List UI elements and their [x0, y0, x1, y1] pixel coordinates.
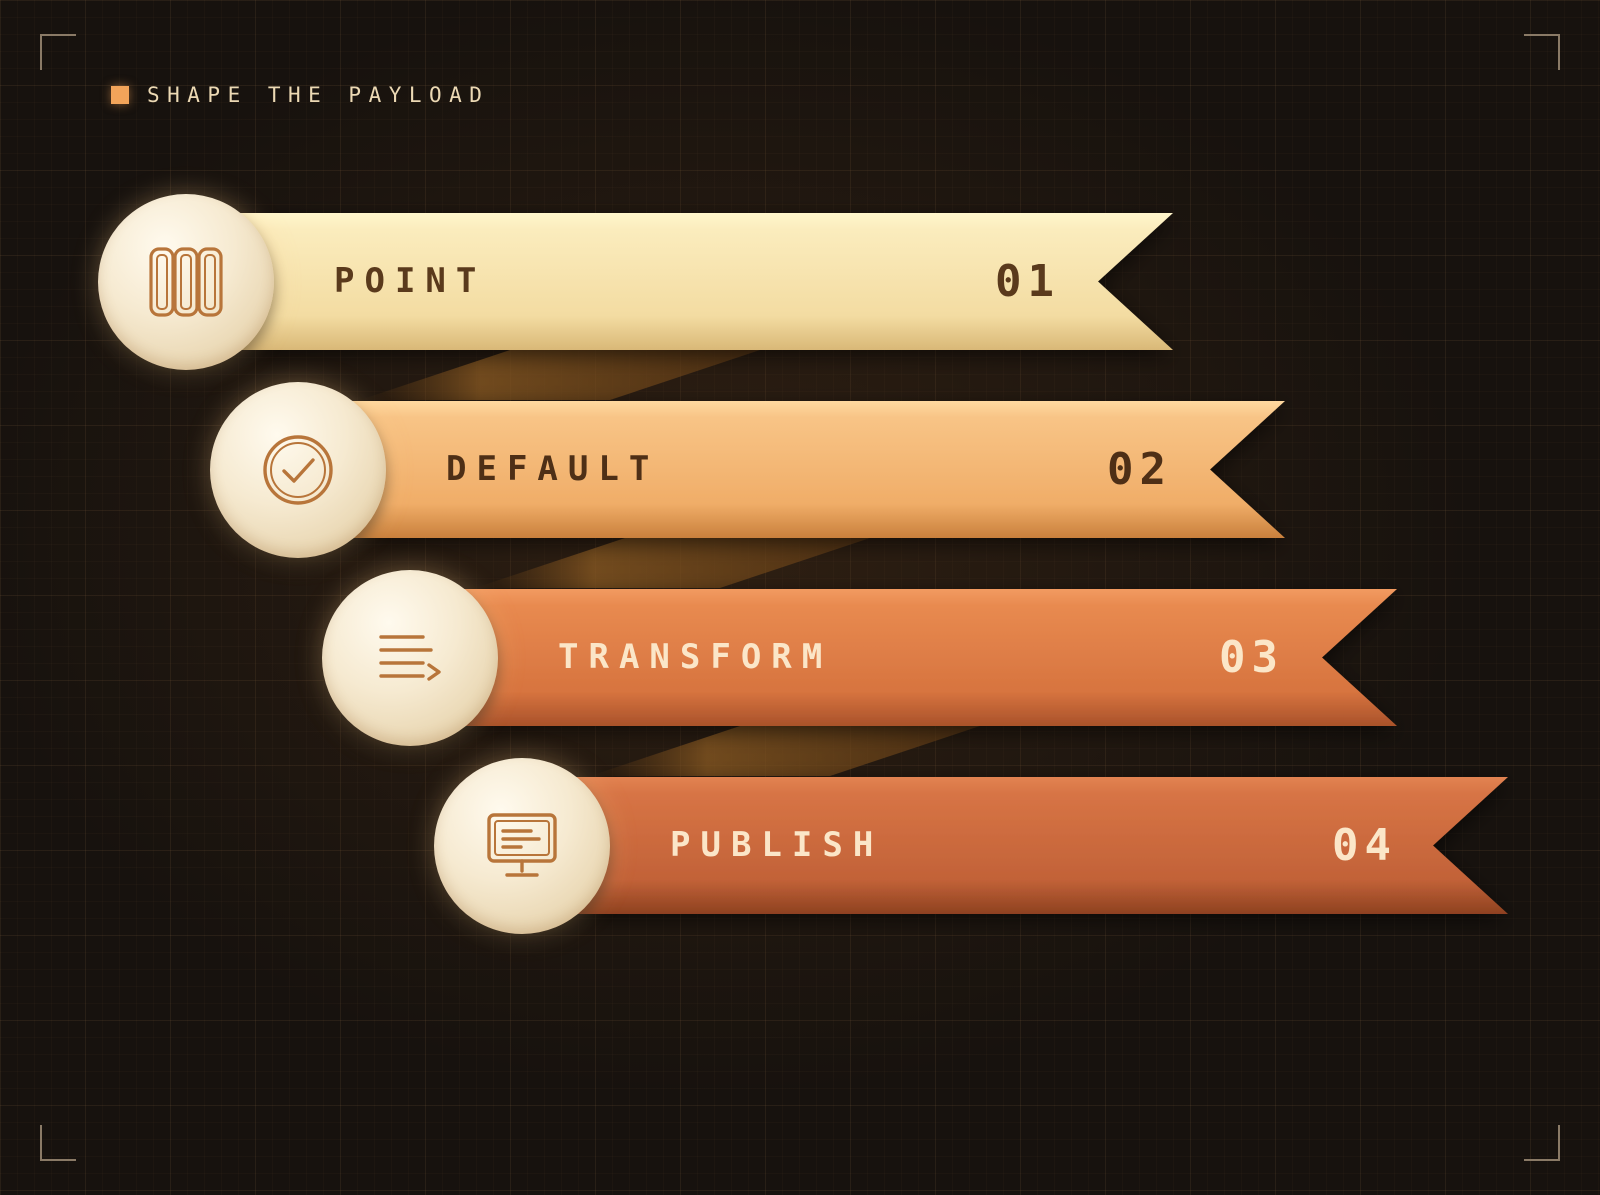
- header-title: SHAPE THE PAYLOAD: [147, 83, 490, 107]
- step-1-label: POINT: [334, 261, 487, 301]
- step-3-badge: [322, 570, 498, 746]
- step-1-badge: [98, 194, 274, 370]
- ribbon-4: [565, 777, 1508, 914]
- ribbon-2: [340, 401, 1285, 538]
- columns-icon: [149, 247, 223, 317]
- step-2-label: DEFAULT: [446, 449, 660, 489]
- monitor-icon: [487, 813, 557, 877]
- connector-3-4: [590, 726, 980, 776]
- corner-bracket-bottom-right: [1524, 1125, 1560, 1161]
- corner-bracket-top-left: [40, 34, 76, 70]
- ribbon-1: [230, 213, 1173, 350]
- step-3-number: 03: [1219, 632, 1284, 683]
- check-circle-icon: [263, 435, 333, 505]
- corner-bracket-bottom-left: [40, 1125, 76, 1161]
- lines-arrow-icon: [379, 635, 441, 681]
- step-2-badge: [210, 382, 386, 558]
- corner-bracket-top-right: [1524, 34, 1560, 70]
- step-1-number: 01: [995, 256, 1060, 307]
- header: SHAPE THE PAYLOAD: [111, 80, 489, 110]
- step-4-badge: [434, 758, 610, 934]
- step-3-label: TRANSFORM: [558, 637, 833, 677]
- connector-1-2: [360, 350, 760, 400]
- ribbon-3: [452, 589, 1397, 726]
- step-4-label: PUBLISH: [670, 825, 884, 865]
- header-square-icon: [111, 86, 129, 104]
- step-2-number: 02: [1107, 444, 1172, 495]
- connector-2-3: [475, 538, 870, 588]
- step-4-number: 04: [1332, 820, 1397, 871]
